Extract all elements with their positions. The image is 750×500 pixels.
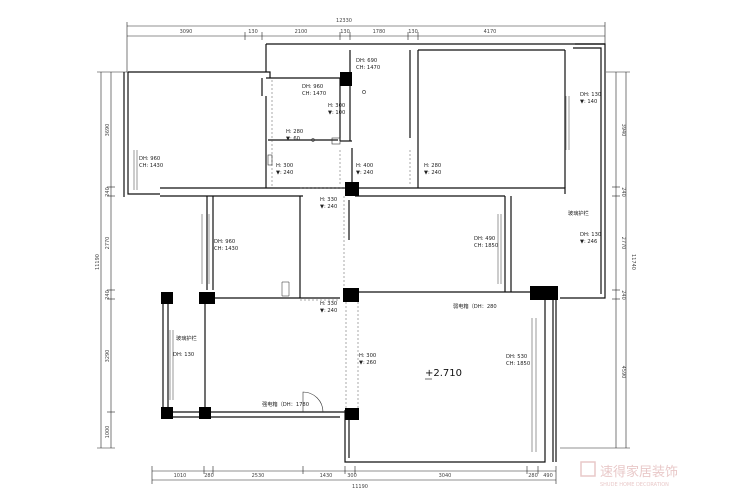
dim-bottom-8: 490 (543, 473, 553, 479)
watermark-subtext: SHUDE HOME DECORATION (600, 482, 669, 488)
label-dh130-left: DH: 130 (173, 352, 194, 358)
label-dh690-ch1470-line2: CH: 1470 (356, 65, 380, 71)
label-dh130-246-line2: ▼: 246 (580, 239, 597, 245)
label-h300-240-a-line2: ▼: 240 (276, 170, 293, 176)
label-h330-240-a-line1: H: 330 (320, 197, 337, 203)
dim-bottom-3: 2530 (252, 473, 265, 479)
dim-right-2: 240 (620, 187, 626, 197)
dim-bottom-total: 11190 (352, 484, 368, 490)
columns (161, 72, 558, 420)
right-dimension-line (560, 71, 630, 449)
label-h300-240-b-line2: ▼: 260 (359, 360, 376, 366)
walls (123, 43, 606, 463)
dim-bottom-6: 3040 (439, 473, 452, 479)
dim-top-7: 4170 (484, 29, 497, 35)
dim-bottom-7: 280 (528, 473, 538, 479)
dim-top-4: 130 (340, 29, 350, 35)
dim-left-total: 11190 (95, 254, 101, 270)
label-h280-60-line2: ▼: 60 (286, 136, 300, 142)
dim-top-2: 130 (248, 29, 258, 35)
dim-right-4: 240 (620, 290, 626, 300)
label-h300-240-b-line1: H: 300 (359, 353, 376, 359)
dim-bottom-5: 300 (347, 473, 357, 479)
label-dh960-ch1430-a-line2: CH: 1430 (139, 163, 163, 169)
dim-bottom-2: 280 (204, 473, 214, 479)
top-dimension-line (126, 22, 606, 72)
label-dh130-top-line1: DH: 130 (580, 92, 601, 98)
label-dh530-ch1850-line1: DH: 530 (506, 354, 527, 360)
watermark-logo: 速得家居装饰 SHUDE HOME DECORATION (580, 461, 678, 488)
label-h280-60-line1: H: 280 (286, 129, 303, 135)
dim-left-1: 3690 (105, 124, 111, 137)
label-h330-240-a-line2: ▼: 240 (320, 204, 337, 210)
dim-top-5: 1780 (373, 29, 386, 35)
label-dh490-ch1850-line2: CH: 1850 (474, 243, 498, 249)
label-h280-240-line1: H: 280 (424, 163, 441, 169)
label-h330-240-b-line1: H: 330 (320, 301, 337, 307)
dim-top-3: 2100 (295, 29, 308, 35)
label-glass-rail-left: 玻璃护栏 (176, 334, 197, 342)
label-dh490-ch1850-line1: DH: 490 (474, 236, 495, 242)
dim-left-2: 240 (105, 187, 111, 197)
dim-top-total: 12330 (336, 18, 352, 24)
label-dh960-ch1470-line1: DH: 960 (302, 84, 323, 90)
label-h330-240-b-line2: ▼: 240 (320, 308, 337, 314)
elevation-marker: +2.710 (425, 368, 462, 379)
label-h300-240-a-line1: H: 300 (276, 163, 293, 169)
label-h300-100-line1: H: 300 (328, 103, 345, 109)
label-strong-electric-box: 强电箱（DH：1780 (262, 400, 309, 408)
label-h400-240-line2: ▼: 240 (356, 170, 373, 176)
dim-top-1: 3090 (180, 29, 193, 35)
dim-bottom-1: 1010 (174, 473, 187, 479)
windows (133, 96, 570, 452)
left-dimension-line (97, 71, 128, 449)
dim-left-5: 3290 (105, 350, 111, 363)
dim-left-4: 240 (105, 290, 111, 300)
dim-bottom-4: 1430 (320, 473, 333, 479)
dim-right-5: 4590 (620, 366, 626, 379)
label-h300-100-line2: ▼: 100 (328, 110, 345, 116)
label-h400-240-line1: H: 400 (356, 163, 373, 169)
label-dh960-ch1430-b-line2: CH: 1430 (214, 246, 238, 252)
dim-right-3: 2770 (620, 237, 626, 250)
label-dh130-top-line2: ▼: 140 (580, 99, 597, 105)
dim-left-3: 2770 (105, 237, 111, 250)
bottom-dimension-line (151, 466, 557, 484)
dim-left-6: 1000 (105, 426, 111, 439)
label-glass-rail-right: 玻璃护栏 (568, 209, 589, 217)
label-h280-240-line2: ▼: 240 (424, 170, 441, 176)
label-dh960-ch1430-a-line1: DH: 960 (139, 156, 160, 162)
label-dh690-ch1470-line1: DH: 690 (356, 58, 377, 64)
label-dh960-ch1470-line2: CH: 1470 (302, 91, 326, 97)
label-weak-electric-box: 弱电箱（DH：280 (453, 302, 497, 310)
label-dh960-ch1430-b-line1: DH: 960 (214, 239, 235, 245)
label-dh530-ch1850-line2: CH: 1850 (506, 361, 530, 367)
dim-right-total: 11740 (630, 254, 636, 270)
dim-top-6: 130 (408, 29, 418, 35)
label-dh130-246-line1: DH: 130 (580, 232, 601, 238)
watermark-text: 速得家居装饰 (600, 464, 678, 480)
dim-right-1: 3940 (620, 124, 626, 137)
door-openings (271, 80, 411, 410)
